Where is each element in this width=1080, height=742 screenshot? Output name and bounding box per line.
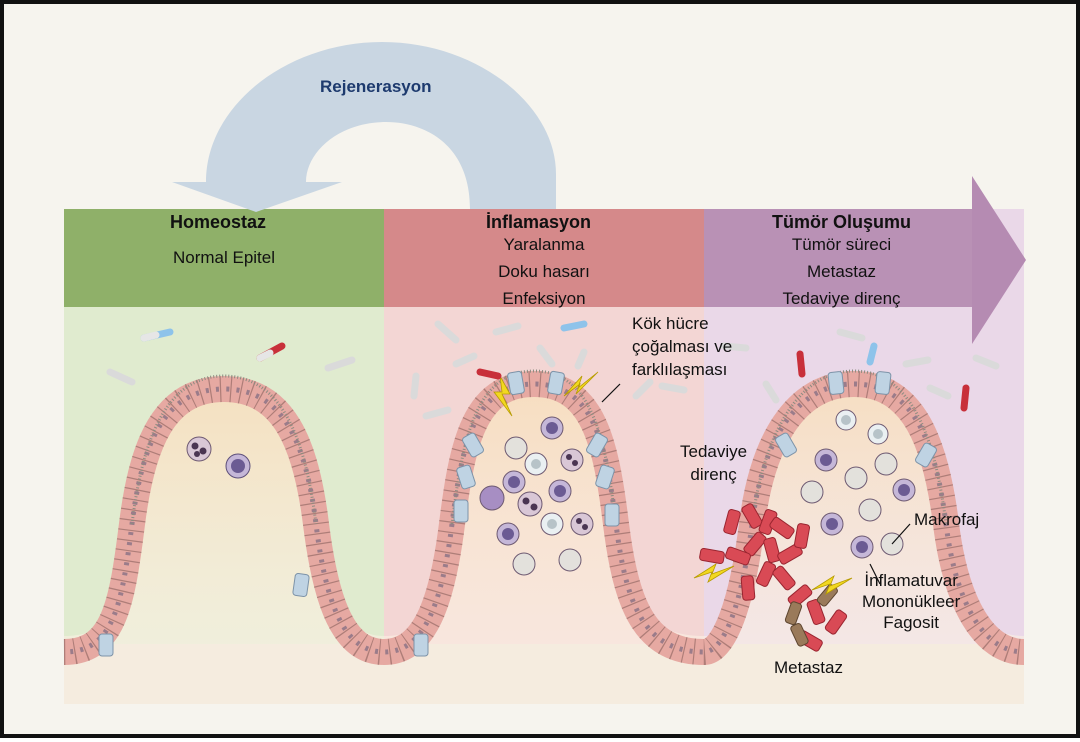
- inflammation-band: [384, 209, 704, 307]
- tumor-cell-cluster: [699, 503, 848, 652]
- metastasis-annotation: Metastaz: [774, 658, 843, 677]
- brush-border: [130, 369, 948, 525]
- stage-tumor-line: Metastaz: [807, 262, 876, 281]
- stage-inflammation-line: Enfeksiyon: [502, 289, 586, 308]
- stem-cell-annotation: Kök hücre çoğalması ve farklılaşması: [632, 312, 732, 381]
- bacteria: [106, 320, 1000, 420]
- stage-tumor-line: Tedaviye direnç: [782, 289, 901, 308]
- stage-homeostasis-title: Homeostaz: [170, 212, 267, 232]
- stage-homeostasis-line: Normal Epitel: [172, 248, 276, 267]
- annotation-line: farklılaşması: [632, 360, 728, 379]
- lightning-bolts: [493, 371, 853, 595]
- stem-cells: [98, 370, 937, 657]
- epithelium-layer: [63, 370, 1026, 666]
- immune-cells-homeostasis: [186, 436, 251, 479]
- brown-cells: [784, 584, 838, 647]
- annotation-line: Mononükleer: [862, 592, 961, 611]
- regeneration-arrow: [172, 42, 556, 212]
- annotation-line: Kök hücre: [632, 314, 709, 333]
- phagocyte-pointer: [869, 563, 881, 585]
- immune-cells-inflammation: [479, 416, 594, 576]
- diagram-canvas: [63, 42, 1026, 704]
- stage-tumor-line: Tümör süreci: [791, 235, 892, 254]
- stage-tumor-title: Tümör Oluşumu: [772, 212, 911, 232]
- homeostasis-band: [64, 209, 384, 307]
- therapy-resistance-annotation: Tedaviye direnç: [680, 440, 747, 486]
- stem-cell-pointer: [601, 383, 621, 403]
- stage-inflammation-line: Yaralanma: [503, 235, 585, 254]
- progression-arrow-head: [972, 176, 1026, 344]
- annotation-line: çoğalması ve: [632, 337, 733, 356]
- macrophage-pointer: [891, 523, 911, 545]
- tumor-band: [704, 209, 979, 307]
- phagocyte-annotation: İnflamatuvar Mononükleer Fagosit: [862, 570, 960, 633]
- annotation-line: Tedaviye: [680, 442, 748, 461]
- regeneration-label: Rejenerasyon: [320, 77, 432, 96]
- annotation-line: Fagosit: [883, 613, 940, 632]
- macrophage-annotation: Makrofaj: [914, 510, 980, 529]
- stage-inflammation-line: Doku hasarı: [498, 262, 590, 281]
- annotation-line: direnç: [690, 465, 737, 484]
- stage-inflammation-title: İnflamasyon: [486, 212, 592, 232]
- bottom-fade: [64, 644, 1024, 704]
- annotation-line: İnflamatuvar: [864, 571, 958, 590]
